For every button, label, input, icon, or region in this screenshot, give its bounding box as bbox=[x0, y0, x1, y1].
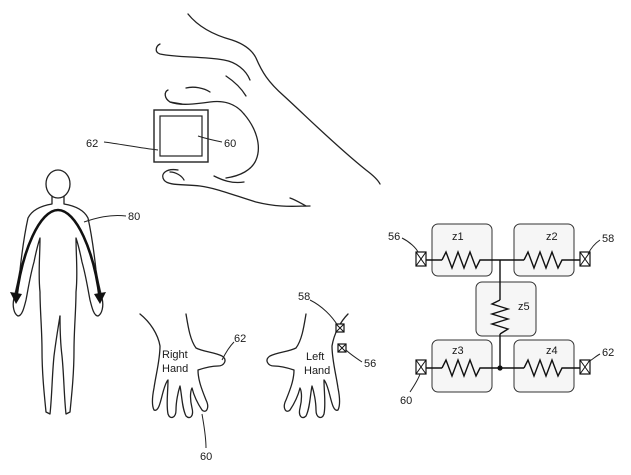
device-outer bbox=[153, 109, 209, 163]
z1-box bbox=[431, 223, 493, 277]
z3-label: z3 bbox=[452, 345, 464, 357]
leader-62-right-hand bbox=[221, 341, 235, 361]
device-label-62: 62 bbox=[86, 138, 98, 150]
current-path-arc bbox=[14, 208, 102, 301]
human-body-figure: 80 bbox=[10, 169, 140, 415]
z4-box bbox=[513, 339, 575, 393]
z4-resistor bbox=[523, 358, 566, 378]
left-hand-label-line1: Left bbox=[306, 351, 324, 363]
right-hand-label-60: 60 bbox=[200, 451, 212, 463]
thumb-web bbox=[213, 175, 245, 184]
leader-56-left-hand bbox=[345, 349, 363, 363]
leader-62-circuit bbox=[587, 353, 601, 363]
electrode-56-cross bbox=[337, 343, 347, 353]
z5-label: z5 bbox=[518, 301, 530, 313]
left-hand-outline bbox=[266, 313, 349, 419]
terminal-60 bbox=[415, 359, 427, 375]
index-finger-top bbox=[155, 43, 251, 81]
z4-label: z4 bbox=[546, 345, 558, 357]
leader-58-left-hand bbox=[309, 299, 339, 327]
right-hand-outline bbox=[139, 313, 226, 419]
leader-60-right-hand bbox=[201, 413, 207, 449]
z1-label: z1 bbox=[452, 231, 464, 243]
wrist-lower bbox=[289, 197, 307, 207]
left-hand-label-56: 56 bbox=[364, 358, 376, 370]
device-label-60: 60 bbox=[224, 138, 236, 150]
z3-resistor bbox=[441, 358, 484, 378]
left-hand-label-58: 58 bbox=[298, 291, 310, 303]
finger-crease bbox=[185, 86, 211, 93]
leader-60-device bbox=[197, 135, 223, 143]
circuit-label-58: 58 bbox=[602, 233, 614, 245]
terminal-56 bbox=[415, 251, 427, 267]
leader-60-circuit bbox=[409, 373, 421, 393]
impedance-circuit: z1 z2 z5 z3 z4 56 58 60 62 bbox=[388, 223, 614, 407]
left-hand: Left Hand 58 56 bbox=[266, 291, 376, 419]
leader-80 bbox=[83, 215, 127, 223]
thumb-outline bbox=[162, 168, 311, 207]
index-fingernail bbox=[164, 89, 183, 105]
z2-box bbox=[513, 223, 575, 277]
arrow-head-right bbox=[94, 292, 106, 304]
z1-resistor bbox=[441, 250, 484, 270]
body-label-80: 80 bbox=[128, 211, 140, 223]
left-hand-label-line2: Hand bbox=[304, 365, 330, 377]
arrow-head-left bbox=[10, 292, 22, 304]
palm-side bbox=[225, 113, 259, 179]
upper-finger-outline bbox=[187, 13, 381, 185]
leader-56-circuit bbox=[401, 237, 419, 253]
z5-resistor bbox=[489, 299, 511, 335]
right-hand-label-line2: Hand bbox=[162, 363, 188, 375]
circuit-label-60: 60 bbox=[400, 395, 412, 407]
thumbnail bbox=[169, 171, 185, 181]
terminal-58 bbox=[579, 251, 591, 267]
leader-58-circuit bbox=[587, 239, 601, 255]
z2-resistor bbox=[523, 250, 566, 270]
leader-62-device bbox=[103, 141, 159, 151]
device-inner bbox=[159, 115, 203, 157]
hand-holding-device: 62 60 bbox=[86, 13, 381, 207]
circuit-label-62: 62 bbox=[602, 347, 614, 359]
right-hand-label-62: 62 bbox=[234, 333, 246, 345]
knuckle-curve bbox=[225, 75, 247, 97]
head bbox=[45, 169, 71, 199]
right-hand: Right Hand 62 60 bbox=[139, 313, 246, 463]
z3-box bbox=[431, 339, 493, 393]
bridge-node bbox=[497, 365, 503, 371]
right-hand-label-line1: Right bbox=[162, 349, 188, 361]
z2-label: z2 bbox=[546, 231, 558, 243]
circuit-label-56: 56 bbox=[388, 231, 400, 243]
index-finger-bottom bbox=[169, 100, 245, 115]
